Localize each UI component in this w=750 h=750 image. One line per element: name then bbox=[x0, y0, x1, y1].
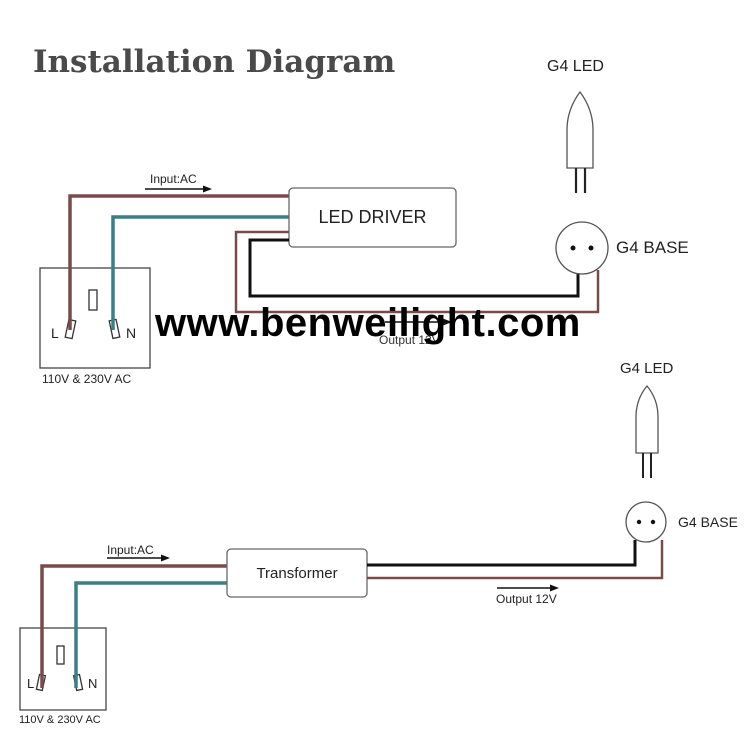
output-wire-brown-top bbox=[234, 230, 600, 314]
g4-led-label-top: G4 LED bbox=[547, 58, 604, 75]
input-label-bottom: Input:AC bbox=[107, 543, 154, 557]
g4-base-top bbox=[555, 221, 609, 275]
input-arrow-bottom bbox=[161, 554, 170, 562]
live-wire-top bbox=[68, 194, 289, 330]
website-watermark: www.benweilight.com bbox=[155, 301, 581, 345]
led-driver-box bbox=[288, 187, 457, 248]
neutral-wire-bottom bbox=[74, 581, 227, 688]
live-wire-bottom bbox=[40, 564, 227, 688]
led-driver-label: LED DRIVER bbox=[318, 207, 427, 227]
output-label-top: Output 12V bbox=[379, 333, 440, 347]
output-wire-black-top bbox=[248, 238, 580, 298]
socket-earth-pin-top bbox=[88, 289, 98, 311]
wall-socket-bottom bbox=[19, 627, 107, 711]
g4-led-label-bottom: G4 LED bbox=[620, 360, 674, 377]
g4-led-bulb-bottom bbox=[635, 384, 659, 454]
input-label-top: Input:AC bbox=[150, 172, 197, 186]
neutral-label-top: N bbox=[126, 325, 137, 341]
socket-earth-pin-bottom bbox=[56, 645, 65, 665]
socket-live-pin-top bbox=[64, 318, 77, 340]
socket-label-bottom: 110V & 230V AC bbox=[19, 714, 101, 726]
output-label-bottom: Output 12V bbox=[496, 592, 557, 606]
output-arrow-top bbox=[443, 318, 452, 326]
output-arrow-bottom bbox=[550, 584, 559, 592]
g4-base-label-top: G4 BASE bbox=[616, 238, 689, 257]
neutral-wire-top bbox=[111, 215, 289, 330]
output-wire-black-bottom bbox=[367, 540, 637, 567]
g4-led-bulb-top bbox=[566, 90, 594, 169]
neutral-label-bottom: N bbox=[88, 676, 98, 691]
live-label-top: L bbox=[51, 325, 59, 341]
live-label-bottom: L bbox=[27, 676, 35, 691]
input-arrow-top bbox=[203, 185, 212, 193]
transformer-box bbox=[226, 548, 368, 598]
g4-base-label-bottom: G4 BASE bbox=[678, 514, 738, 530]
wall-socket-top bbox=[39, 267, 151, 369]
output-wire-brown-bottom bbox=[367, 540, 664, 580]
g4-base-bottom bbox=[625, 501, 667, 543]
transformer-label: Transformer bbox=[256, 564, 338, 582]
socket-label-top: 110V & 230V AC bbox=[42, 372, 132, 386]
page-title: Installation Diagram bbox=[33, 44, 396, 80]
